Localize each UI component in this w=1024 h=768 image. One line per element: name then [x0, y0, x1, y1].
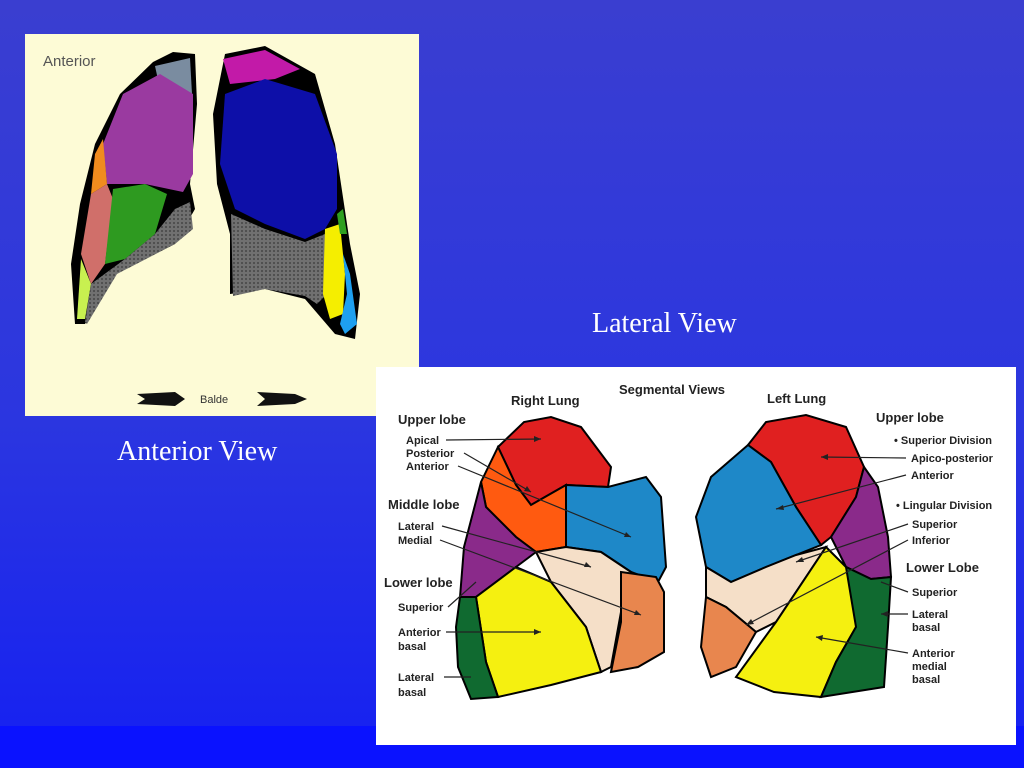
- anterior-view-caption: Anterior View: [117, 436, 278, 467]
- leader-posterior: [463, 452, 532, 493]
- arrowhead-icon: [534, 436, 541, 442]
- lateral-title: Segmental Views: [619, 382, 725, 397]
- leader-anterior: [457, 465, 632, 538]
- label-anterior-basal-1: Anterior: [398, 627, 442, 639]
- label-left-anterior: Anterior: [911, 470, 955, 482]
- segment-apico-posterior: [223, 50, 300, 84]
- segment-upper-purple: [103, 74, 193, 192]
- arrowhead-icon: [534, 629, 541, 635]
- arrowhead-icon: [634, 610, 641, 615]
- label-right-upper-lobe: Upper lobe: [398, 412, 466, 427]
- segment-yellow: [323, 224, 345, 319]
- label-middle-lobe: Middle lobe: [388, 497, 460, 512]
- segment-lower-left: [231, 214, 327, 304]
- arrowhead-icon: [816, 635, 823, 641]
- lateral-left-lung: [694, 413, 893, 699]
- arrowhead-icon: [524, 486, 531, 492]
- label-apical: Apical: [406, 435, 439, 447]
- right-lung-heading: Right Lung: [511, 393, 580, 408]
- label-apico-posterior: Apico-posterior: [911, 453, 994, 465]
- segment-cyan: [340, 254, 357, 334]
- segment-orange: [91, 139, 107, 194]
- label-left-lateral-basal-1: Lateral: [912, 609, 948, 621]
- segment-lime: [77, 259, 91, 319]
- leader-lower-superior: [880, 581, 909, 593]
- arrowhead-icon: [821, 454, 828, 460]
- left-arrow-icon: [137, 392, 185, 406]
- lateral-diagram: Segmental Views Right Lung Left Lung Upp…: [376, 367, 1016, 745]
- leader-medial: [439, 539, 642, 616]
- label-superior: Superior: [398, 602, 444, 614]
- label-lateral-basal-1: Lateral: [398, 672, 434, 684]
- arrowhead-icon: [584, 562, 591, 567]
- label-left-lower-lobe: Lower Lobe: [906, 560, 979, 575]
- leader-superior: [447, 581, 477, 608]
- anterior-left-lung: [213, 46, 360, 339]
- label-anterior-medial-basal-2: medial: [912, 661, 947, 673]
- segment-green: [105, 184, 167, 264]
- anterior-diagram: Anterior Balde: [25, 34, 419, 416]
- label-lateral: Lateral: [398, 521, 434, 533]
- left-lung-heading: Left Lung: [767, 391, 826, 406]
- segment-lateral: [609, 570, 665, 674]
- label-lateral-basal-2: basal: [398, 687, 426, 699]
- anterior-bottom-arrows: Balde: [137, 392, 307, 406]
- label-anterior-medial-basal-1: Anterior: [912, 648, 956, 660]
- leader-left-anterior: [775, 474, 907, 510]
- leader-lingular-superior: [795, 523, 909, 563]
- arrowhead-icon: [776, 505, 784, 510]
- label-anterior-medial-basal-3: basal: [912, 674, 940, 686]
- arrowhead-icon: [796, 557, 804, 562]
- anterior-right-lung: [71, 52, 197, 324]
- segment-lower-left-superior: [699, 595, 758, 679]
- right-arrow-icon: [257, 392, 307, 406]
- segment-green-left: [337, 209, 347, 234]
- leader-lateral: [441, 525, 592, 568]
- leader-lines: [439, 438, 909, 678]
- label-superior-division: • Superior Division: [894, 435, 992, 447]
- leader-arrowheads: [524, 436, 888, 641]
- leader-lingular-inferior: [745, 539, 909, 626]
- label-left-upper-lobe: Upper lobe: [876, 410, 944, 425]
- label-lower-superior: Superior: [912, 587, 958, 599]
- segment-lower-right: [85, 202, 193, 324]
- arrowhead-icon: [624, 532, 631, 537]
- label-left-lateral-basal-2: basal: [912, 622, 940, 634]
- label-lingular-superior: Superior: [912, 519, 958, 531]
- label-anterior-basal-2: basal: [398, 641, 426, 653]
- left-lung-labels: Upper lobe • Superior Division Apico-pos…: [876, 410, 994, 686]
- right-lung-labels: Upper lobe Apical Posterior Anterior Mid…: [384, 412, 466, 699]
- segment-pink: [81, 184, 113, 284]
- label-lingular-inferior: Inferior: [912, 535, 951, 547]
- leader-anterior-medial-basal: [815, 636, 909, 654]
- label-medial: Medial: [398, 535, 432, 547]
- anterior-bottom-label: Balde: [200, 394, 228, 406]
- label-posterior: Posterior: [406, 448, 455, 460]
- label-anterior: Anterior: [406, 461, 450, 473]
- segment-lateral-basal: [454, 596, 500, 701]
- lateral-view-caption: Lateral View: [592, 308, 737, 339]
- label-right-lower-lobe: Lower lobe: [384, 575, 453, 590]
- leader-apico-posterior: [820, 456, 907, 459]
- segment-upper-blue: [220, 79, 337, 239]
- arrowhead-icon: [746, 619, 754, 625]
- leader-apical: [445, 438, 542, 441]
- segment-lateral-basal-left: [819, 565, 893, 699]
- arrowhead-icon: [881, 611, 888, 617]
- anterior-corner-label: Anterior: [43, 53, 96, 70]
- label-lingular-division: • Lingular Division: [896, 500, 992, 512]
